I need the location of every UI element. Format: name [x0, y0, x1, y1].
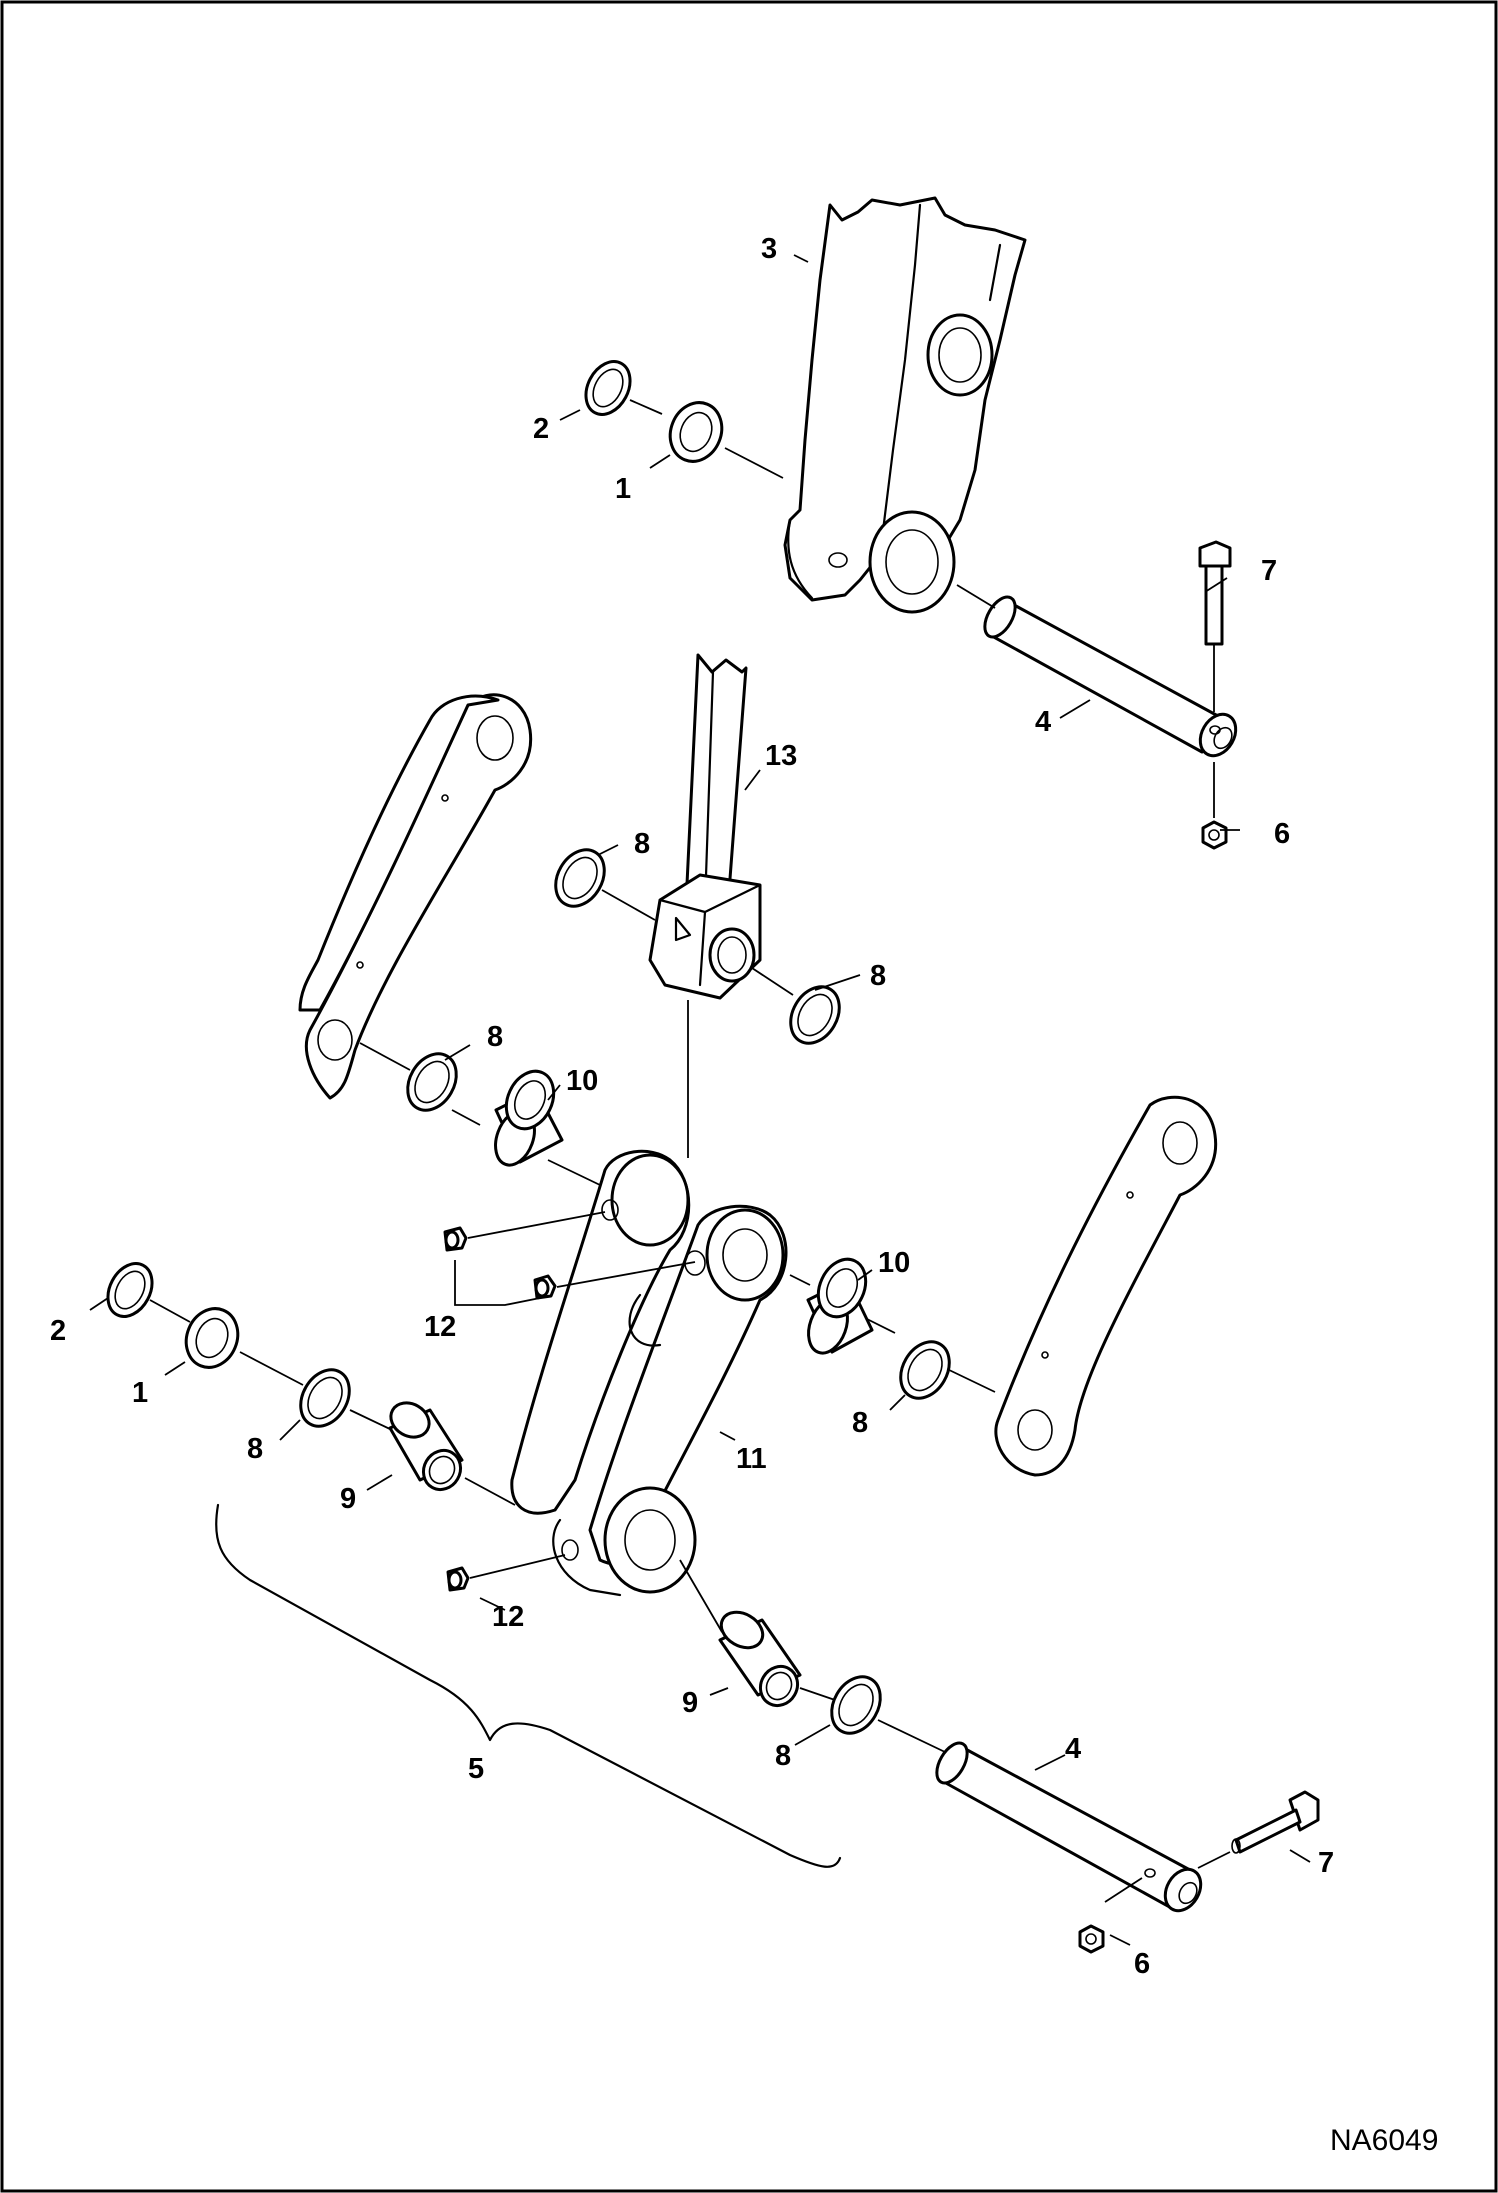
callout-leaders: [89, 254, 1311, 1946]
side-link-right: [994, 1095, 1218, 1477]
callout-4-upper: 4: [1035, 706, 1051, 738]
washer-part-1-lower: [184, 1307, 240, 1369]
rod-part-13: [684, 653, 748, 907]
washer-part-1-upper: [668, 401, 724, 463]
seal-part-8-right: [899, 1340, 951, 1400]
snap-ring-part-2-upper: [584, 360, 632, 416]
pin-part-4-upper: [983, 595, 1238, 758]
callout-labels: 3 2 1 7 4 6 13 8 8 8 10 10 2 1 12 8 9 8 …: [50, 233, 1334, 1980]
callout-7-lower: 7: [1318, 1847, 1334, 1879]
callout-10-right: 10: [878, 1247, 910, 1279]
callout-6-lower: 6: [1134, 1948, 1150, 1980]
bolt-part-7-upper: [1198, 540, 1232, 818]
callout-3: 3: [761, 233, 777, 265]
bushing-part-10-right: [806, 1257, 874, 1355]
callout-8-lower-right: 8: [775, 1740, 791, 1772]
seal-part-8-rod-left: [554, 848, 606, 908]
callout-11: 11: [736, 1443, 767, 1475]
seal-part-8-left-upper: [406, 1052, 458, 1112]
side-link-left: [298, 693, 533, 1100]
callout-2-upper: 2: [533, 413, 549, 445]
callout-5: 5: [468, 1753, 484, 1785]
callout-9-left: 9: [340, 1483, 356, 1515]
bushing-part-10-left: [494, 1069, 564, 1167]
nut-part-6-upper: [1201, 820, 1228, 850]
callout-8-left-upper: 8: [487, 1021, 503, 1053]
bushing-part-9-right: [718, 1610, 802, 1708]
callout-8-lower-left: 8: [247, 1433, 263, 1465]
callout-12-lower: 12: [492, 1601, 524, 1633]
grease-fitting-part-12-c: [446, 1566, 470, 1592]
callout-12-upper: 12: [424, 1311, 456, 1343]
assembly-brace-part-5: [215, 1503, 842, 1868]
callout-1-lower: 1: [132, 1377, 148, 1409]
callout-13: 13: [765, 740, 797, 772]
link-part-11: [510, 1149, 788, 1597]
bushing-part-9-left: [388, 1401, 464, 1492]
snap-ring-part-2-lower: [106, 1262, 154, 1318]
callout-1-upper: 1: [615, 473, 631, 505]
callout-4-lower: 4: [1065, 1733, 1081, 1765]
grease-fitting-part-12-a: [443, 1226, 468, 1252]
callout-8-rod-left: 8: [634, 828, 650, 860]
seal-part-8-lower-right: [830, 1675, 882, 1735]
callout-9-right: 9: [682, 1687, 698, 1719]
callout-8-right: 8: [852, 1407, 868, 1439]
callout-6-upper: 6: [1274, 818, 1290, 850]
seal-part-8-lower-left: [299, 1368, 351, 1428]
nut-part-6-lower: [1078, 1924, 1105, 1954]
lower-pivot-boss: [868, 510, 956, 614]
rod-eye-block: [648, 873, 762, 1000]
callout-8-rod-right: 8: [870, 960, 886, 992]
callout-10-left: 10: [566, 1065, 598, 1097]
seal-part-8-rod-right: [789, 985, 841, 1045]
grease-fitting-part-12-b: [533, 1274, 557, 1300]
bolt-part-7-lower: [1231, 1790, 1320, 1854]
callout-7-upper: 7: [1261, 555, 1277, 587]
upper-pivot-boss: [926, 313, 994, 397]
drawing-id: NA6049: [1330, 2124, 1438, 2157]
pin-part-4-lower: [935, 1741, 1203, 1913]
arm-part-3: [783, 196, 1027, 614]
callout-2-lower: 2: [50, 1315, 66, 1347]
